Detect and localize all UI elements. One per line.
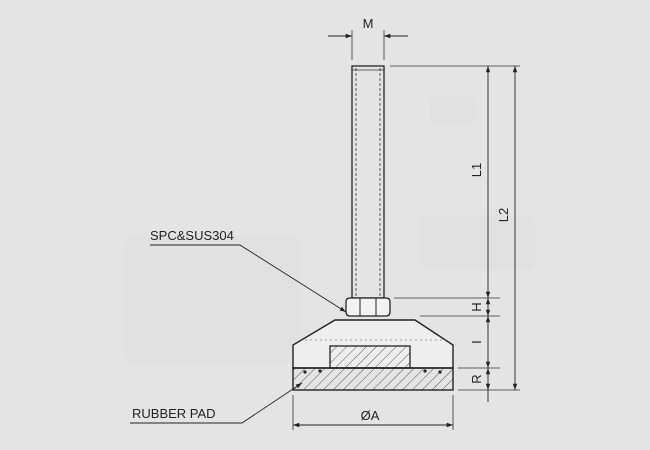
leader-lines [130, 244, 347, 424]
rubber-pad-callout: RUBBER PAD [132, 406, 216, 421]
dim-r-label: R [469, 374, 484, 383]
hex-nut [345, 297, 391, 317]
leveling-base [292, 319, 454, 369]
threaded-stud [351, 65, 385, 299]
material-leader [150, 244, 347, 313]
dim-l1-label: L1 [469, 163, 484, 177]
dim-i-label: I [469, 340, 484, 344]
dim-l2-label: L2 [496, 208, 511, 222]
material-callout: SPC&SUS304 [150, 228, 234, 243]
dimension-lines [293, 33, 518, 428]
dim-h-label: H [469, 302, 484, 311]
rubber-pad [292, 367, 454, 391]
dim-a-label: ØA [361, 408, 380, 423]
pad-leader [130, 382, 303, 424]
background-watermark [125, 95, 535, 365]
dim-m-label: M [363, 16, 374, 31]
